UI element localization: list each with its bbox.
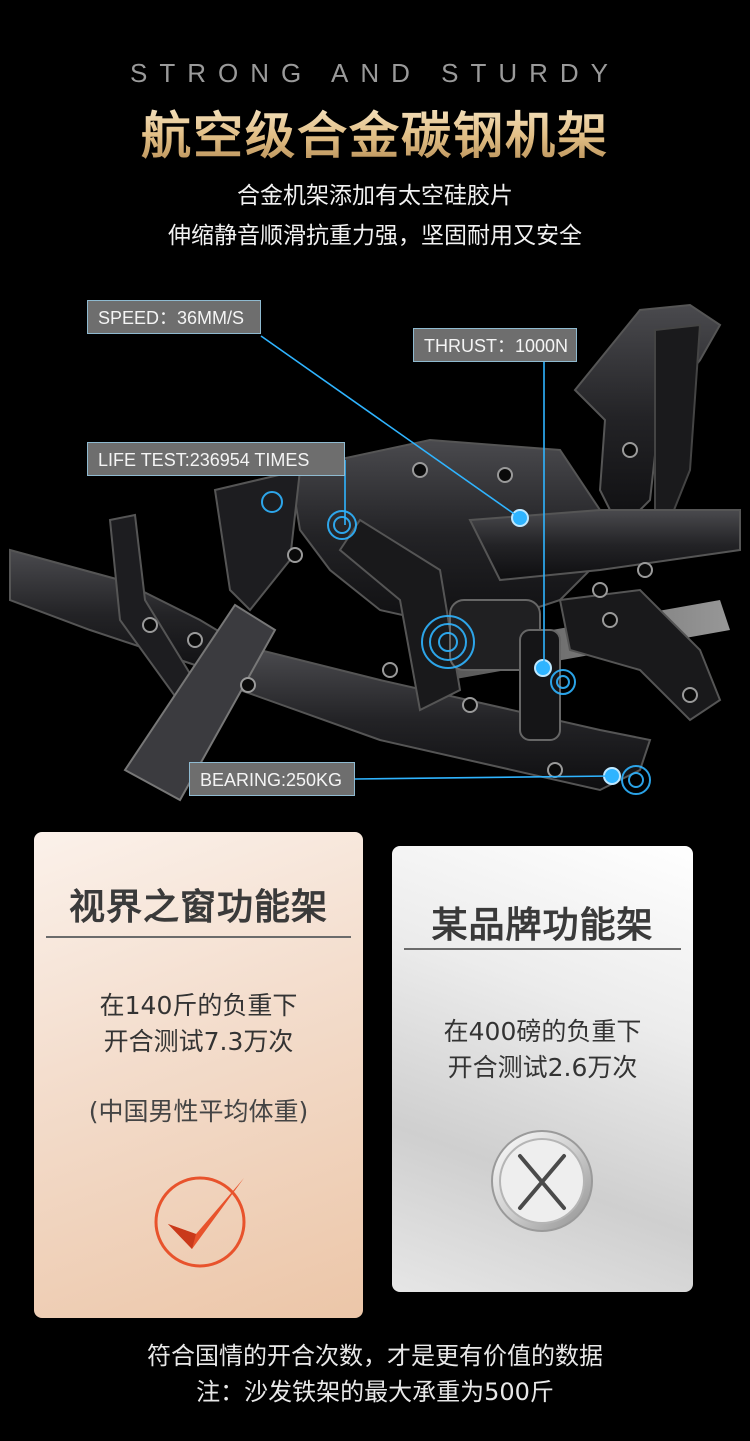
card-divider	[404, 948, 681, 950]
other-frame-title: 某品牌功能架	[431, 905, 654, 946]
our-frame-card: 视界之窗功能架 在140斤的负重下 开合测试7.3万次 (中国男性平均体重)	[34, 832, 363, 1318]
card-divider	[46, 936, 351, 938]
bearing-callout: BEARING:250KG	[189, 762, 355, 796]
thrust-callout: THRUST：1000N	[413, 328, 577, 362]
footer-line-2: 注：沙发铁架的最大承重为500斤	[196, 1378, 554, 1406]
frame-illustration	[9, 303, 741, 802]
page-title: 航空级合金碳钢机架	[0, 96, 750, 168]
other-load-line: 在400磅的负重下	[443, 1017, 642, 1046]
subtitle-line-1: 合金机架添加有太空硅胶片	[237, 183, 513, 209]
our-weight-note: (中国男性平均体重)	[88, 1097, 309, 1126]
other-test-line: 开合测试2.6万次	[447, 1053, 638, 1082]
life-test-callout: LIFE TEST:236954 TIMES	[87, 442, 345, 476]
our-load-line: 在140斤的负重下	[99, 991, 298, 1020]
cross-icon	[491, 1130, 593, 1232]
footer-line-1: 符合国情的开合次数，才是更有价值的数据	[147, 1342, 603, 1370]
other-frame-card: 某品牌功能架 在400磅的负重下 开合测试2.6万次	[392, 846, 693, 1292]
our-frame-title: 视界之窗功能架	[68, 887, 328, 928]
our-test-line: 开合测试7.3万次	[103, 1027, 294, 1056]
speed-callout: SPEED：36MM/S	[87, 300, 261, 334]
subtitle-line-2: 伸缩静音顺滑抗重力强，坚固耐用又安全	[168, 223, 582, 249]
eyebrow-text: STRONG AND STURDY	[129, 58, 621, 88]
check-icon	[154, 1176, 246, 1268]
recliner-frame-diagram: SPEED：36MM/S THRUST：1000N LIFE TEST:2369…	[0, 270, 750, 830]
